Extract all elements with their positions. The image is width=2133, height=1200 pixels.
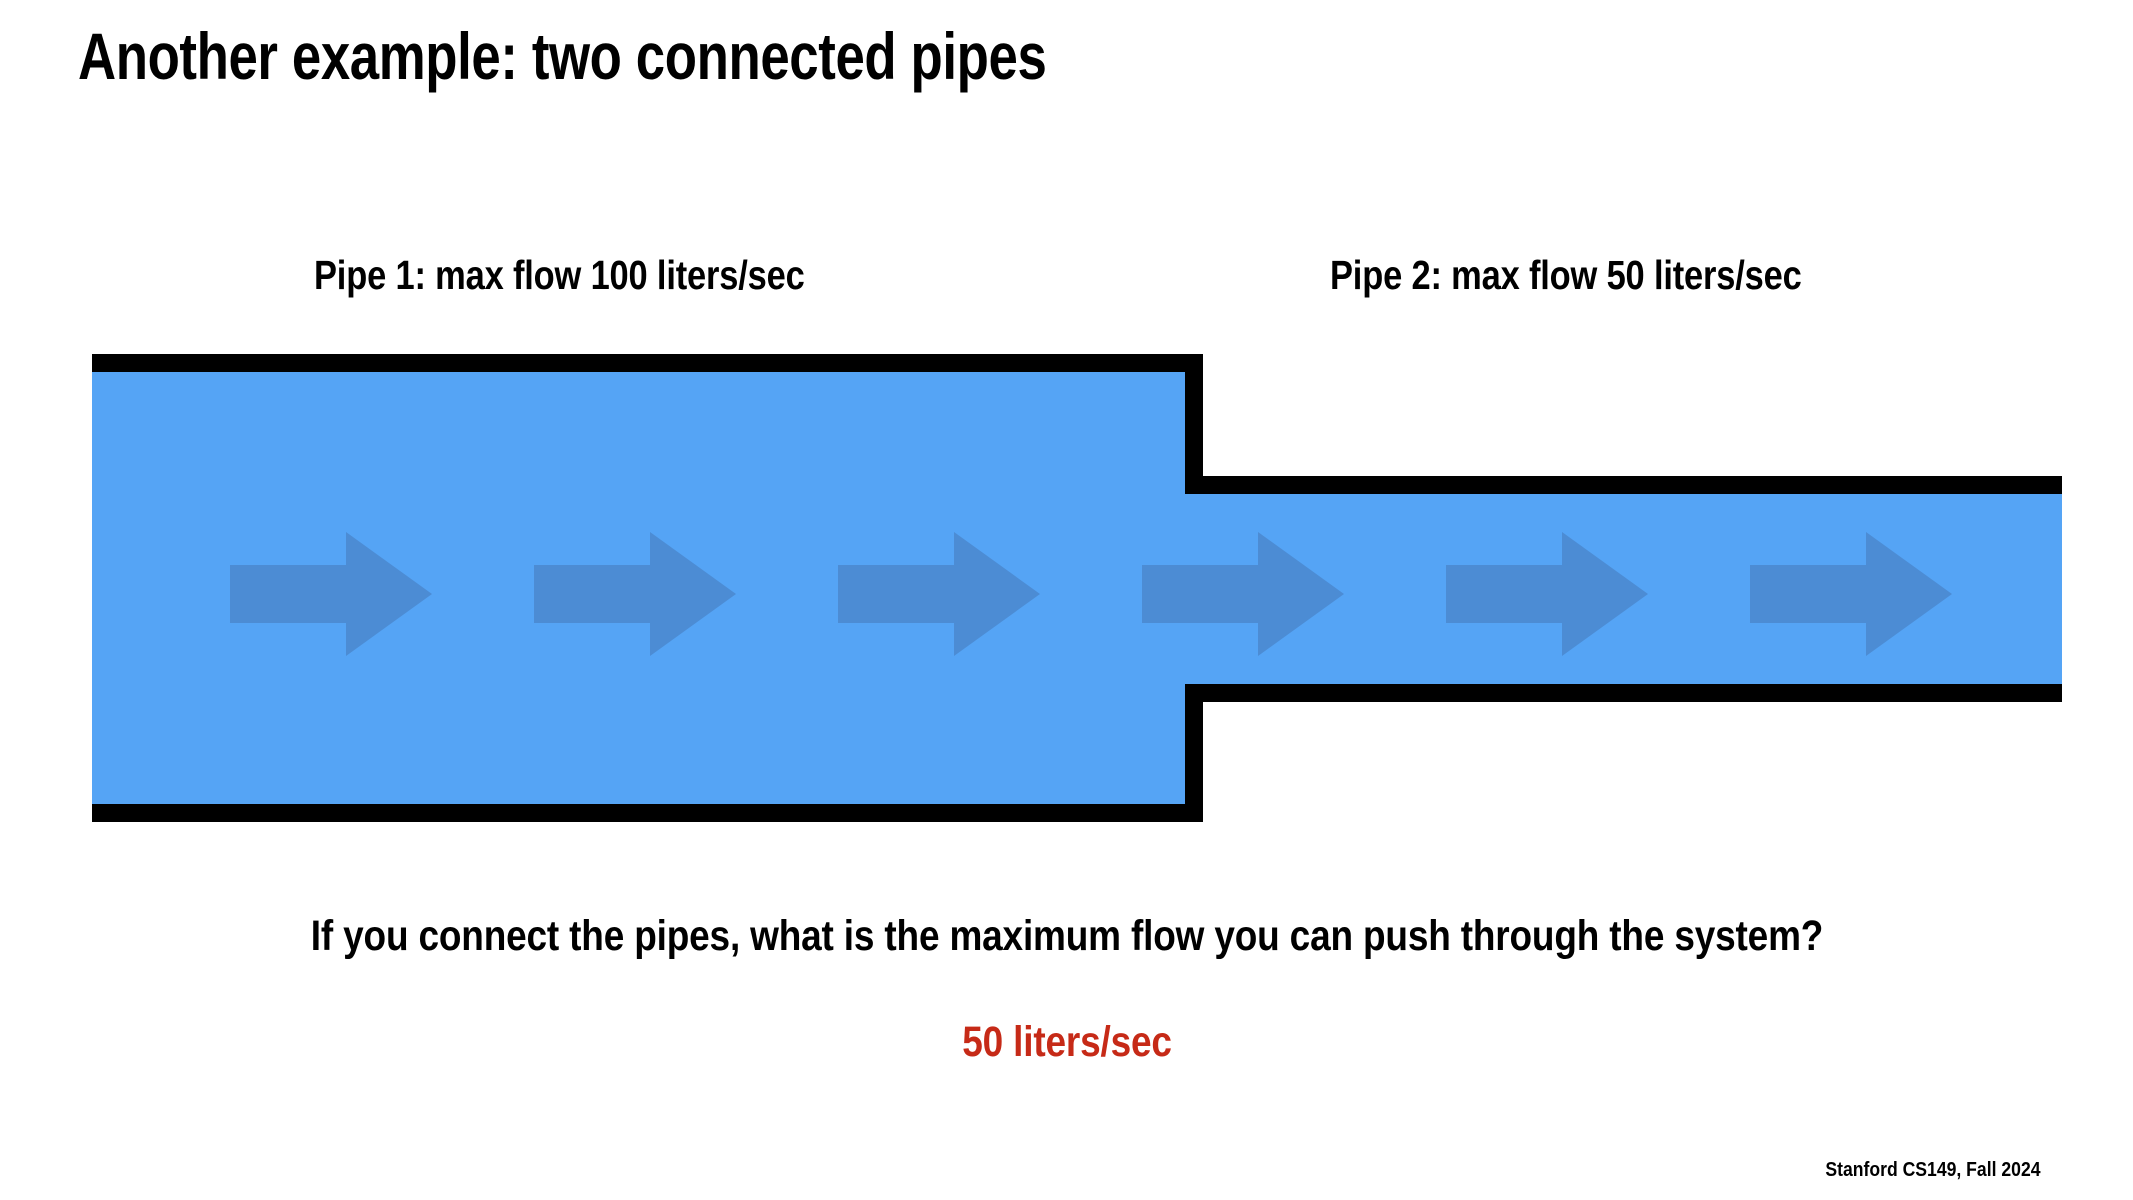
page-title: Another example: two connected pipes	[78, 19, 1047, 93]
footer-attribution: Stanford CS149, Fall 2024	[1825, 1159, 2041, 1181]
narrow-pipe-fill	[1185, 493, 2062, 685]
flow-arrow-5	[1446, 532, 1648, 656]
flow-arrow-6	[1750, 532, 1952, 656]
flow-arrow-group	[230, 532, 1952, 656]
flow-arrow-3	[838, 532, 1040, 656]
flow-arrow-4	[1142, 532, 1344, 656]
flow-arrow-1	[230, 532, 432, 656]
flow-arrow-2	[534, 532, 736, 656]
pipe2-label: Pipe 2: max flow 50 liters/sec	[1330, 252, 1802, 298]
answer-text: 50 liters/sec	[961, 1018, 1172, 1066]
pipe-top-wall	[92, 354, 2062, 494]
pipe1-label: Pipe 1: max flow 100 liters/sec	[314, 252, 805, 298]
wide-pipe-fill	[92, 372, 1185, 805]
question-text: If you connect the pipes, what is the ma…	[310, 912, 1823, 960]
pipe-bottom-wall	[92, 684, 2062, 822]
